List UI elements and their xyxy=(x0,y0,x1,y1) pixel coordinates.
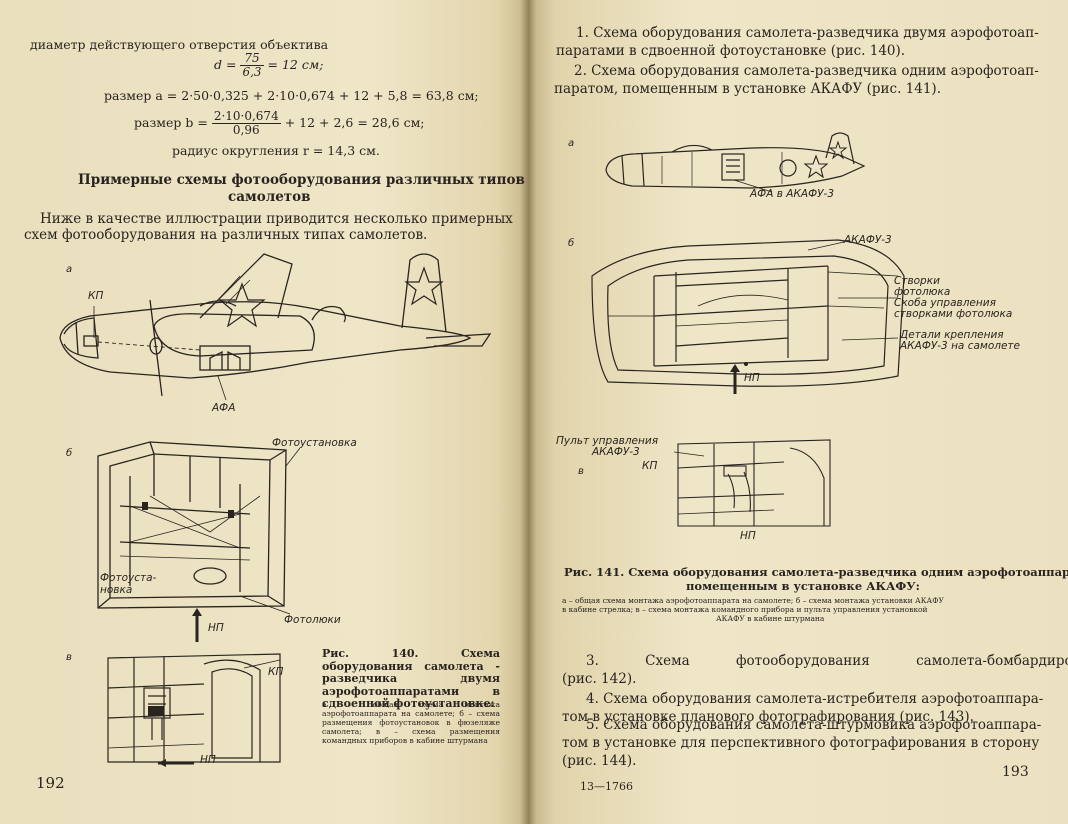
right-page: 1. Схема оборудования самолета-разведчик… xyxy=(528,0,1068,824)
fig140-b-install2-label: Фотоуста- новка xyxy=(100,572,156,596)
fig141-v-panel-line2: АКАФУ-3 xyxy=(592,446,640,458)
formula-d-num: 75 xyxy=(240,52,264,66)
item5-line3: (рис. 144). xyxy=(562,753,637,769)
fig141-b-np-arrow xyxy=(730,364,740,394)
fig141-caption-text-line3: АКАФУ в кабине штурмана xyxy=(716,614,825,623)
book-gutter xyxy=(520,0,536,824)
fig140-v-np-label: НП xyxy=(200,754,216,766)
fig140-b-np-arrow xyxy=(192,608,202,642)
fig141-b-doors-label: Створки фотолюка xyxy=(894,276,950,298)
fig141-b-letter: б xyxy=(568,238,575,249)
fig141-b-bracket-line2: створками фотолюка xyxy=(894,308,1013,320)
fig141-caption-title-line2: помещенным в установке АКАФУ: xyxy=(686,579,920,593)
fig141-b-bracket-label: Скоба управления створками фотолюка xyxy=(894,298,1012,320)
item2-line2: паратом, помещенным в установке АКАФУ (р… xyxy=(554,81,941,97)
formula-a: размер a = 2·50·0,325 + 2·10·0,674 + 12 … xyxy=(104,88,479,103)
formula-d-den: 6,3 xyxy=(242,65,262,79)
formula-intro: диаметр действующего отверстия объектива xyxy=(30,37,329,52)
fig140-caption-title: Рис. 140. Схема оборудования самолета - … xyxy=(322,647,500,710)
section-heading-line1: Примерные схемы фотооборудования различн… xyxy=(78,172,525,188)
fig140-b-letter: б xyxy=(66,448,73,459)
fig141-caption-text-line2: в кабине стрелка; в – схема монтажа кома… xyxy=(562,605,928,614)
intro-line2: схем фотооборудования на различных типах… xyxy=(24,227,428,243)
fig140-a-kp-label: КП xyxy=(88,290,104,302)
formula-b-num: 2·10·0,674 xyxy=(211,109,281,124)
formula-b-lhs: размер b = xyxy=(134,115,208,130)
item4-line1: 4. Схема оборудования самолета-истребите… xyxy=(586,691,1044,707)
fig140-a-afa-label: АФА xyxy=(212,402,236,414)
fig141-v-cabin-drawing xyxy=(674,439,831,527)
fig141-b-parts-line2: АКАФУ-3 на самолете xyxy=(900,340,1021,352)
fig140-b-fuselage-drawing xyxy=(97,441,300,615)
fig140-b-install2-line1: Фотоуста- xyxy=(100,572,157,584)
fig140-b-np-label: НП xyxy=(208,622,224,634)
fig140-v-letter: в xyxy=(66,652,72,663)
right-page-number: 193 xyxy=(1002,764,1029,780)
left-page-number: 192 xyxy=(36,774,65,792)
item5-line2: том в установке для перспективного фотог… xyxy=(562,735,1040,751)
fig140-b-hatch-label: Фотолюки xyxy=(284,614,341,626)
fig141-b-parts-label: Детали крепления АКАФУ-3 на самолете xyxy=(900,330,1020,352)
fig141-v-kp-label: КП xyxy=(642,460,658,472)
fig141-v-np-label: НП xyxy=(740,530,756,542)
fig141-caption-text-line1: а – общая схема монтажа аэрофотоаппарата… xyxy=(562,596,944,605)
fig140-caption-text: а – общая схема монтажа аэрофотоаппарата… xyxy=(322,700,500,745)
fig141-b-np-label: НП xyxy=(744,372,760,384)
formula-d-rhs: = 12 см; xyxy=(267,57,324,72)
fig141-b-parts-line1: Детали крепления xyxy=(900,329,1004,341)
item4-line2: том в установке планового фотографирован… xyxy=(562,709,974,725)
item1-line2: паратами в сдвоенной фотоустановке (рис.… xyxy=(556,43,906,59)
intro-line1: Ниже в качестве иллюстрации приводится н… xyxy=(40,211,513,227)
item5-line1: 5. Схема оборудования самолета-штурмовик… xyxy=(586,717,1042,733)
item2-line1: 2. Схема оборудования самолета-разведчик… xyxy=(574,63,1039,79)
fig141-a-letter: а xyxy=(568,138,575,149)
left-page: диаметр действующего отверстия объектива… xyxy=(0,0,528,824)
fig141-b-bracket-line1: Скоба управления xyxy=(894,297,996,309)
fig140-v-np-arrow xyxy=(158,759,194,767)
fig140-b-install2-line2: новка xyxy=(100,584,133,596)
signature-mark: 13—1766 xyxy=(580,780,633,793)
fig140-b-install-label: Фотоустановка xyxy=(272,437,357,449)
fig141-a-plane-drawing xyxy=(605,132,866,193)
fig141-caption-title-line1: Рис. 141. Схема оборудования самолета-ра… xyxy=(564,565,1068,579)
fig141-b-install-drawing xyxy=(591,239,905,387)
formula-r: радиус округления r = 14,3 см. xyxy=(172,143,380,158)
fig140-a-bomber-drawing xyxy=(59,253,492,401)
fig140-v-cabin-drawing xyxy=(107,653,281,763)
fig141-v-panel-line1: Пульт управления xyxy=(556,435,659,447)
fig141-b-doors-line2: фотолюка xyxy=(894,286,951,298)
formula-b-den: 0,96 xyxy=(232,123,260,137)
item3-line1: 3. Схема фотооборудования самолета-бомба… xyxy=(586,653,1068,669)
formula-d-lhs: d = xyxy=(214,57,237,72)
section-heading-line2: самолетов xyxy=(228,189,311,205)
fig140-v-kp-label: КП xyxy=(268,666,284,678)
fig141-v-panel-label: Пульт управления АКАФУ-3 xyxy=(556,436,658,458)
formula-b-rhs: + 12 + 2,6 = 28,6 см; xyxy=(284,115,425,130)
fig141-v-letter: в xyxy=(578,466,584,477)
fig141-b-doors-line1: Створки xyxy=(894,275,940,287)
item1-line1: 1. Схема оборудования самолета-разведчик… xyxy=(576,25,1039,41)
fig140-a-letter: а xyxy=(66,264,73,275)
fig141-a-label: АФА в АКАФУ-3 xyxy=(750,188,834,200)
item3-line2: (рис. 142). xyxy=(562,671,637,687)
